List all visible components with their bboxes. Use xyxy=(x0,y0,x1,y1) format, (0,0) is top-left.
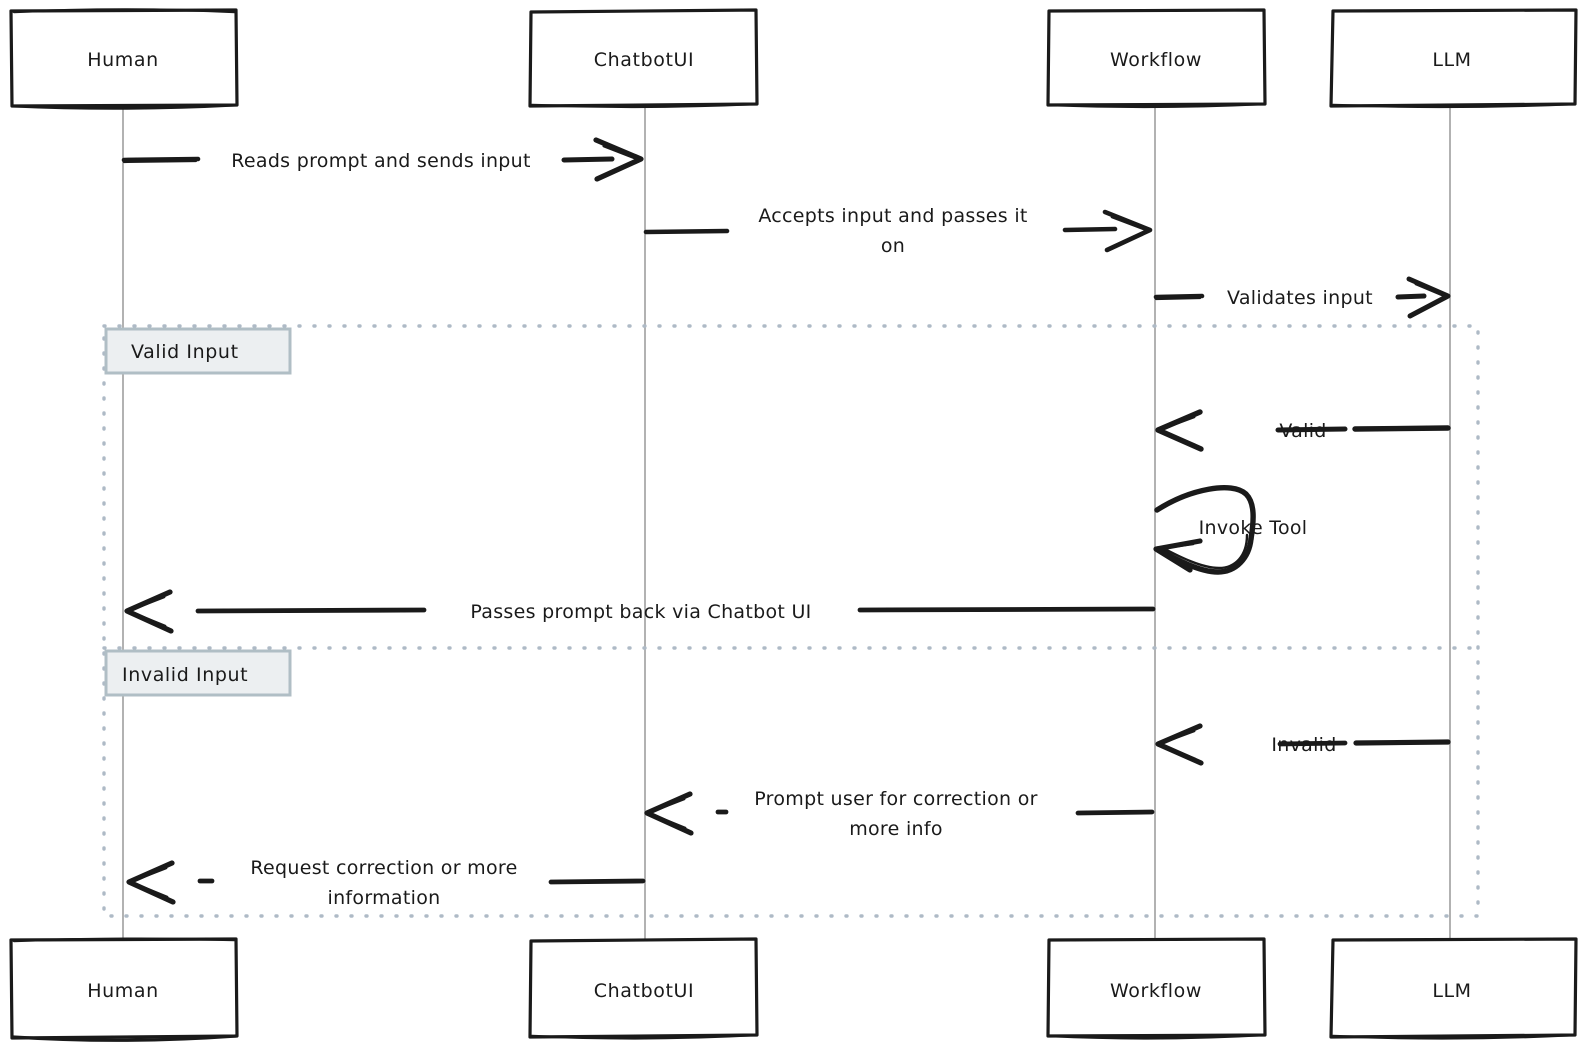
message-label-reads-prompt: Reads prompt and sends input xyxy=(231,150,531,172)
fragment-label-text-valid: Valid Input xyxy=(131,341,239,363)
actor-box-llm-bottom[interactable]: LLM xyxy=(1329,937,1578,1040)
actor-label-llm: LLM xyxy=(1432,49,1471,71)
message-request-correction[interactable]: Request correction or more information xyxy=(126,857,646,909)
message-reads-prompt[interactable]: Reads prompt and sends input xyxy=(121,137,644,182)
message-invoke-tool[interactable]: Invoke Tool xyxy=(1153,485,1308,575)
message-label-prompt-user-l2: more info xyxy=(849,818,943,840)
message-label-invalid: Invalid xyxy=(1271,734,1336,756)
actor-box-workflow-bottom[interactable]: Workflow xyxy=(1046,937,1267,1040)
message-invalid[interactable]: Invalid xyxy=(1155,723,1451,766)
message-label-valid: Valid xyxy=(1279,420,1326,442)
message-label-request-correction-l2: information xyxy=(328,887,441,909)
fragment-label-box-valid xyxy=(104,327,292,375)
actor-box-human-bottom[interactable]: Human xyxy=(9,937,239,1042)
fragment-label-box-invalid xyxy=(104,649,292,697)
message-label-invoke-tool: Invoke Tool xyxy=(1199,517,1308,539)
message-label-passes-prompt-back: Passes prompt back via Chatbot UI xyxy=(470,601,811,623)
message-label-request-correction-l1: Request correction or more xyxy=(250,857,517,879)
fragment-label-invalid: Invalid Input xyxy=(104,649,292,697)
message-validates-input[interactable]: Validates input xyxy=(1153,276,1451,319)
actor-label-human: Human xyxy=(87,49,159,71)
actor-box-llm[interactable]: LLM xyxy=(1329,8,1578,109)
message-label-accepts-input-l2: on xyxy=(881,235,905,257)
actor-label-workflow: Workflow xyxy=(1110,49,1202,71)
actor-box-workflow[interactable]: Workflow xyxy=(1046,8,1267,109)
actor-label-workflow-bottom: Workflow xyxy=(1110,980,1202,1002)
message-passes-prompt-back[interactable]: Passes prompt back via Chatbot UI xyxy=(124,589,1156,634)
message-accepts-input[interactable]: Accepts input and passes it on xyxy=(643,205,1153,257)
message-prompt-user-correction[interactable]: Prompt user for correction or more info xyxy=(644,788,1155,840)
actor-box-chatbotui[interactable]: ChatbotUI xyxy=(528,8,759,109)
actor-box-chatbotui-bottom[interactable]: ChatbotUI xyxy=(528,937,759,1040)
fragment-label-text-invalid: Invalid Input xyxy=(122,664,248,686)
message-valid[interactable]: Valid xyxy=(1155,409,1451,452)
actor-label-human-bottom: Human xyxy=(87,980,159,1002)
fragment-label-valid: Valid Input xyxy=(104,327,292,375)
actor-box-human[interactable]: Human xyxy=(9,8,239,110)
lifelines xyxy=(122,107,1451,940)
message-label-validates-input: Validates input xyxy=(1227,287,1373,309)
message-label-accepts-input-l1: Accepts input and passes it xyxy=(758,205,1027,227)
actor-label-chatbotui-bottom: ChatbotUI xyxy=(594,980,694,1002)
actor-label-chatbotui: ChatbotUI xyxy=(594,49,694,71)
message-label-prompt-user-l1: Prompt user for correction or xyxy=(754,788,1038,810)
actor-label-llm-bottom: LLM xyxy=(1432,980,1471,1002)
